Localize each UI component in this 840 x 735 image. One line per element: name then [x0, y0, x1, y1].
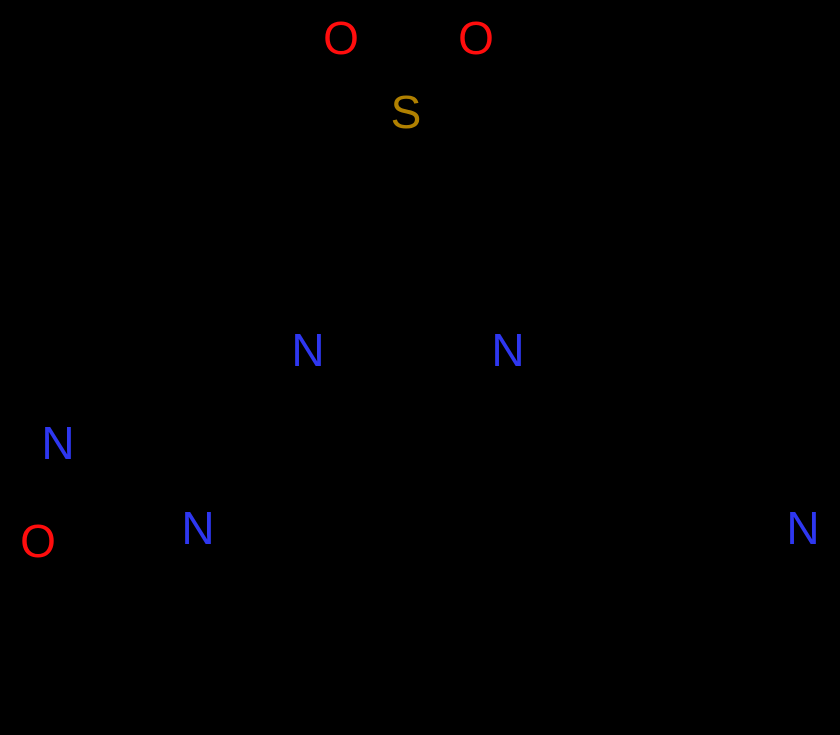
bond-c2-c3 — [404, 258, 410, 322]
bond-n2-c9 — [528, 361, 608, 410]
bond-segment — [607, 354, 712, 417]
bond-segment — [286, 123, 386, 188]
bond-c8-n4 — [123, 538, 182, 582]
bond-c3-n2 — [406, 318, 486, 345]
bond-s1-o2 — [422, 55, 466, 100]
bond-c4-c6 — [406, 438, 510, 472]
bond-segment — [124, 538, 166, 565]
bond-segment — [41, 466, 55, 518]
bond-segment — [422, 55, 450, 85]
atom-label-n-n5: N — [786, 502, 820, 554]
atom-label-n-n1: N — [291, 324, 325, 376]
bond-n3-o3 — [41, 466, 55, 518]
bond-n4-c7 — [199, 418, 214, 505]
bond-segment — [355, 65, 381, 94]
bond-segment — [616, 351, 689, 395]
bond-segment — [406, 318, 486, 345]
bond-segment — [210, 363, 289, 422]
bond-o3-c8 — [60, 548, 124, 576]
bond-segment — [602, 526, 706, 590]
bond-segment — [705, 579, 812, 642]
bond-segment — [704, 348, 808, 412]
bond-segment — [426, 59, 466, 100]
atom-label-n-n4: N — [181, 502, 215, 554]
bond-segment — [406, 438, 510, 472]
bond-segment — [361, 50, 397, 90]
atom-label-n-n3: N — [41, 417, 75, 469]
bond-segment — [60, 548, 124, 576]
bond-segment — [809, 422, 815, 490]
atom-label-o-o3: O — [20, 515, 56, 567]
bond-c9-c13 — [607, 351, 712, 417]
bond-c14-n5 — [794, 407, 815, 504]
bond-segment — [528, 361, 608, 410]
bond-c12-c11 — [705, 579, 812, 645]
bond-segment — [199, 418, 214, 505]
bond-segment — [103, 427, 195, 446]
bond-segment — [80, 411, 213, 435]
bond-segment — [330, 318, 410, 345]
bond-segment — [123, 545, 182, 582]
bond-s1-c1 — [286, 123, 386, 188]
bond-c13-c14 — [704, 348, 808, 412]
bond-segment — [602, 406, 608, 530]
atom-label-o-o1: O — [323, 12, 359, 64]
atom-label-s-s1: S — [390, 86, 422, 138]
bond-segment — [801, 551, 808, 648]
bond-s1-o1 — [355, 50, 397, 94]
bond-c3-n1 — [330, 318, 410, 345]
bond-segment — [404, 258, 410, 322]
bond-n5-c12 — [801, 551, 808, 648]
bond-c11-c10 — [602, 526, 706, 590]
bond-segment — [794, 407, 802, 504]
bond-c10-c9 — [602, 406, 608, 530]
atom-label-o-o2: O — [458, 12, 494, 64]
bond-group — [41, 50, 815, 648]
bond-c5-c4 — [306, 438, 410, 472]
bond-c7-n3 — [80, 411, 213, 446]
bond-segment — [714, 601, 789, 645]
bond-segment — [306, 438, 410, 472]
atom-label-n-n2: N — [491, 324, 525, 376]
bond-n1-c7 — [210, 363, 289, 422]
